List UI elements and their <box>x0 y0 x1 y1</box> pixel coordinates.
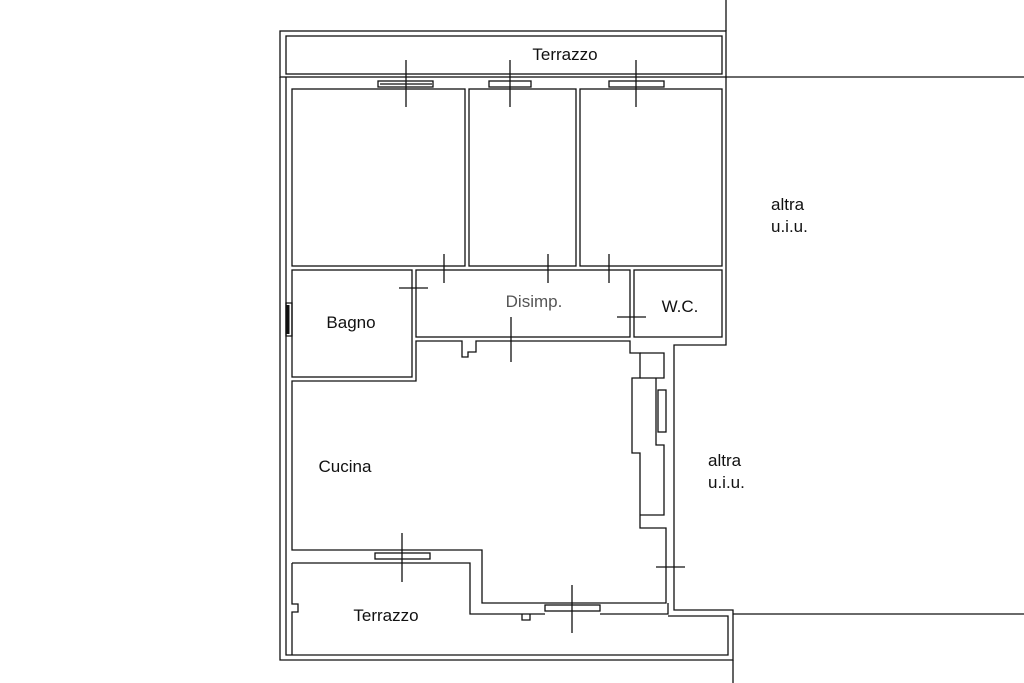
bedroom-3 <box>579 88 723 267</box>
terrace-top <box>279 30 727 78</box>
bedroom-2 <box>468 88 577 267</box>
label-altra-uiu-1-line1: altra <box>771 195 805 214</box>
label-cucina: Cucina <box>319 457 372 476</box>
boundary-lines <box>725 0 1024 683</box>
windows <box>374 60 685 633</box>
terrace-bottom <box>292 562 669 615</box>
hallway <box>415 269 631 338</box>
label-terrazzo-top: Terrazzo <box>532 45 597 64</box>
bedroom-1 <box>291 88 466 267</box>
label-bagno: Bagno <box>326 313 375 332</box>
label-altra-uiu-2-line2: u.i.u. <box>708 473 745 492</box>
label-terrazzo-bottom: Terrazzo <box>353 606 418 625</box>
rooms <box>291 88 723 655</box>
wc-room <box>633 269 723 338</box>
label-altra-uiu-1-line2: u.i.u. <box>771 217 808 236</box>
label-wc: W.C. <box>662 297 699 316</box>
bathroom <box>291 269 413 378</box>
label-disimp: Disimp. <box>506 292 563 311</box>
label-altra-uiu-2-line1: altra <box>708 451 742 470</box>
outer-walls <box>279 77 734 661</box>
